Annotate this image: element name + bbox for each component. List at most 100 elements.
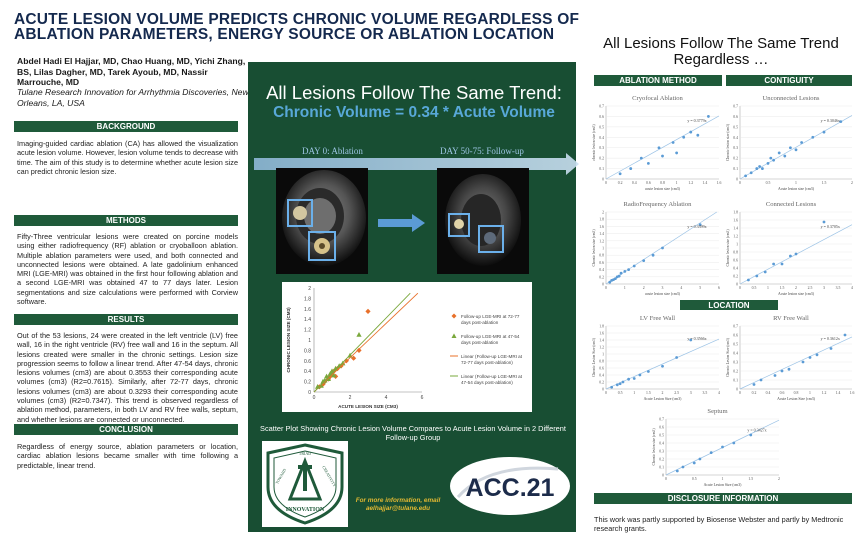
panel-x-tick: 3 [690, 391, 692, 395]
panel-point [661, 246, 664, 250]
panel-x-tick: 1 [624, 286, 626, 290]
legend-label-line: days post-ablation [461, 340, 499, 345]
panel-x-tick: 0.5 [692, 477, 697, 481]
panel-y-label: Chronic lesion size (cm3) [726, 229, 730, 267]
panel-y-tick: 0 [602, 178, 604, 182]
panel-point [675, 469, 679, 473]
disclosure-text: This work was partly supported by Biosen… [594, 515, 844, 533]
panel-point [642, 259, 646, 262]
panel-point [747, 278, 750, 282]
background-text: Imaging-guided cardiac ablation (CA) has… [17, 139, 238, 176]
panel-y-label: Chronic lesion size (cm3) [592, 229, 596, 267]
panel-x-tick: 0.8 [660, 181, 665, 185]
panel-x-tick: 2 [778, 477, 780, 481]
panel-point [800, 141, 803, 144]
panel-point [610, 385, 614, 389]
panel-point [769, 156, 773, 160]
panel-x-tick: 1.4 [836, 391, 841, 395]
panel-point [773, 374, 777, 377]
panel-y-tick: 0.5 [659, 434, 664, 438]
panel-point [698, 457, 702, 461]
panel-x-tick: 0.2 [752, 391, 757, 395]
panel-x-tick: 1 [676, 181, 678, 185]
panel-point [675, 151, 679, 155]
panel-equation: y = 0.3612x [821, 336, 840, 341]
panel-x-tick: 1 [795, 181, 797, 185]
panel-x-tick: 0 [739, 286, 741, 290]
panel-y-tick: 0.1 [733, 379, 738, 383]
panel-point [777, 151, 781, 155]
panel-x-tick: 2 [851, 181, 853, 185]
panel-y-tick: 0.2 [733, 157, 738, 161]
panel-point [721, 445, 724, 449]
panel-trendline [605, 115, 720, 180]
panel-point [696, 133, 700, 137]
point-47-54 [322, 377, 328, 383]
panel-point [709, 451, 713, 454]
y-tick-label: 1.6 [304, 307, 311, 313]
panel-x-tick: 0 [605, 181, 607, 185]
location-header: LOCATION [680, 300, 778, 311]
panel-x-tick: 1.5 [748, 477, 753, 481]
panel-y-label: chronic lesion size (cm3) [592, 124, 596, 161]
y-tick-label: 2 [308, 286, 311, 292]
panel-x-tick: 1.5 [822, 181, 827, 185]
panel-y-tick: 0.5 [733, 125, 738, 129]
legend-label-line: Linear (Follow-up LGE-MRI at [461, 354, 523, 359]
panel-point [761, 167, 764, 170]
panel-point [639, 156, 643, 160]
panel-y-tick: 1.4 [733, 227, 738, 231]
panel-point [801, 360, 805, 364]
panel-point [651, 253, 655, 257]
panel-equation: y = 0.3779x [687, 118, 706, 123]
panel-title: Connected Lesions [766, 201, 817, 208]
panel-y-tick: 0.4 [599, 374, 604, 378]
panel-point [759, 378, 763, 382]
panel-point [749, 171, 753, 175]
methods-text: Fifty-Three ventricular lesions were cre… [17, 232, 238, 307]
panel-point [808, 356, 812, 359]
panel-x-tick: 5 [699, 286, 701, 290]
x-tick-label: 4 [385, 395, 388, 401]
x-tick-label: 6 [421, 395, 424, 401]
panel-point [632, 377, 636, 380]
panel-y-tick: 0.7 [659, 418, 664, 422]
panel-x-tick: 1.5 [646, 391, 651, 395]
panel-point [787, 367, 791, 371]
panel-point [829, 347, 833, 350]
point-47-54 [333, 365, 339, 371]
panel-point [657, 146, 661, 150]
panel-y-tick: 0.3 [599, 146, 604, 150]
panel-y-tick: 1.6 [733, 219, 738, 223]
legend-label-line: Follow-up LGE-MRI at 47-54 [461, 334, 520, 339]
panel-x-label: Acute lesion size (cm3) [778, 187, 815, 191]
panel-y-tick: 0.2 [599, 381, 604, 385]
panel-x-tick: 0 [605, 286, 607, 290]
y-tick-label: 1.4 [304, 317, 311, 323]
panel-y-label: Chronic lesion size (cm3) [652, 428, 656, 466]
panel-point [758, 165, 761, 168]
y-axis-label: CHRONIC LESION SIZE (CM3) [286, 307, 291, 373]
y-tick-label: 1.8 [304, 296, 311, 302]
panel-x-tick: 2 [643, 286, 645, 290]
panel-point [789, 254, 792, 258]
panel-point [822, 220, 826, 224]
author-list: Abdel Hadi El Hajjar, MD, Chao Huang, MD… [17, 56, 246, 87]
panel-y-tick: 0.6 [599, 367, 604, 371]
panel-y-tick: 0 [736, 388, 738, 392]
panel-x-label: acute lesion size (cm3) [645, 187, 681, 191]
panel-y-tick: 0.1 [659, 466, 664, 470]
y-tick-label: 0 [308, 390, 311, 396]
panel-x-tick: 1 [722, 477, 724, 481]
panel-y-tick: 1 [736, 243, 738, 247]
trend-headline: All Lesions Follow The Same Trend: [266, 82, 562, 103]
panel-x-tick: 4 [680, 286, 682, 290]
panel-x-tick: 0 [739, 391, 741, 395]
legend-label-line: 47-54 days post-ablation) [461, 380, 513, 385]
follow-up-arrow [378, 214, 425, 232]
panel-x-label: Acute Lesion Size (cm3) [704, 483, 743, 487]
